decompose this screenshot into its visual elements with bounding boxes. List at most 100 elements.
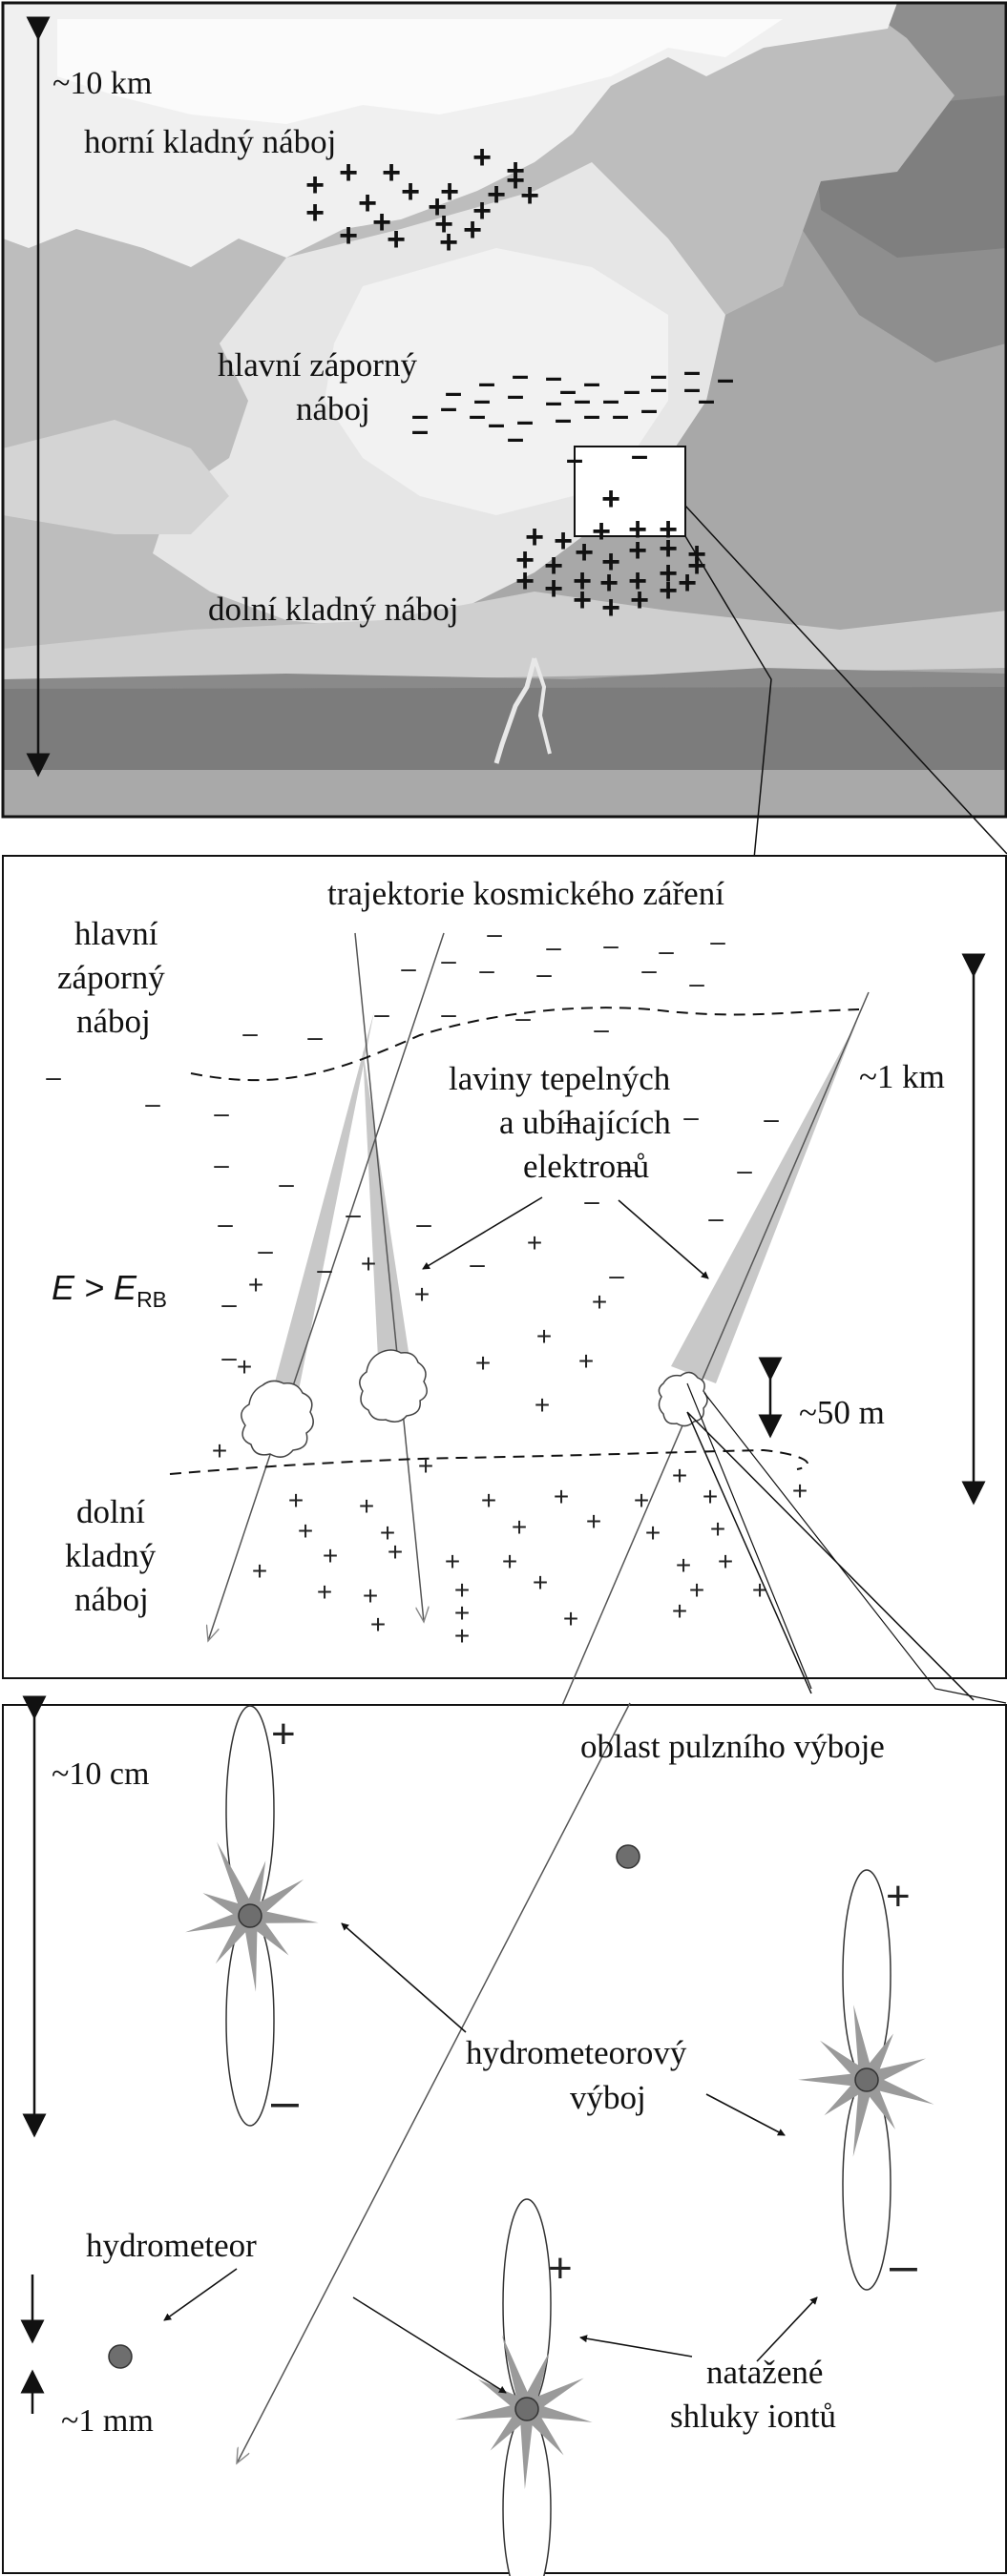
top-minus-sign: – bbox=[698, 383, 715, 417]
discharge-blob-2 bbox=[359, 1349, 428, 1423]
field-condition-text: E > E bbox=[52, 1268, 137, 1307]
top-plus-sign: + bbox=[439, 224, 458, 260]
middle-minus-sign: – bbox=[242, 1018, 258, 1048]
avalanche-label-3: elektronů bbox=[523, 1148, 649, 1185]
middle-plus-sign: + bbox=[718, 1547, 733, 1576]
middle-minus-sign: – bbox=[214, 1098, 229, 1128]
middle-minus-sign: – bbox=[470, 1249, 485, 1278]
middle-minus-sign: – bbox=[401, 953, 416, 983]
top-minus-sign: – bbox=[545, 360, 562, 394]
top-plus-sign: + bbox=[628, 511, 647, 548]
middle-minus-sign: – bbox=[710, 926, 725, 956]
hydrometeor-dot-small bbox=[108, 2344, 133, 2369]
discharge-blob-3 bbox=[658, 1371, 708, 1427]
lobe-plus-1: + bbox=[271, 1711, 296, 1757]
middle-plus-sign: + bbox=[323, 1541, 338, 1570]
cosmic-ray-trajectory-bottom bbox=[237, 1702, 631, 2463]
top-minus-sign: – bbox=[566, 442, 583, 476]
top-plus-sign: + bbox=[305, 167, 325, 203]
middle-minus-sign: – bbox=[374, 999, 389, 1028]
pointer-discharge-2 bbox=[705, 2093, 786, 2136]
middle-plus-sign: + bbox=[212, 1436, 227, 1465]
m-scale-label: ~50 m bbox=[799, 1394, 885, 1431]
top-plus-sign: + bbox=[659, 511, 678, 548]
lower-positive-label: dolní kladný náboj bbox=[208, 591, 458, 628]
cosmic-ray-trajectory-2 bbox=[354, 932, 424, 1622]
top-plus-sign: + bbox=[382, 155, 401, 191]
middle-plus-sign: + bbox=[288, 1485, 304, 1515]
top-charge-signs: ++++++++++++++++++++––––––––––––––––––––… bbox=[305, 139, 734, 626]
top-plus-sign: + bbox=[339, 155, 358, 191]
middle-minus-sign: – bbox=[346, 1199, 361, 1229]
middle-minus-sign: – bbox=[737, 1155, 752, 1185]
middle-plus-sign: + bbox=[710, 1514, 725, 1544]
top-minus-sign: – bbox=[640, 392, 658, 426]
top-minus-sign: – bbox=[478, 365, 495, 400]
middle-plus-sign: + bbox=[363, 1581, 378, 1610]
middle-plus-sign: + bbox=[502, 1547, 517, 1576]
top-minus-sign: – bbox=[440, 390, 457, 425]
middle-plus-sign: + bbox=[414, 1279, 430, 1309]
middle-plus-sign: + bbox=[752, 1575, 767, 1605]
top-plus-sign: + bbox=[601, 544, 620, 580]
avalanche-pointer-left bbox=[422, 1196, 543, 1270]
beam-left bbox=[273, 1011, 374, 1395]
middle-plus-sign: + bbox=[445, 1547, 460, 1576]
top-plus-sign: + bbox=[659, 555, 678, 592]
top-panel bbox=[3, 3, 1006, 817]
avalanche-label-1: laviny tepelných bbox=[449, 1060, 671, 1097]
field-condition-subscript: RB bbox=[136, 1287, 167, 1312]
middle-minus-sign: – bbox=[307, 1022, 323, 1051]
top-plus-sign: + bbox=[472, 193, 492, 229]
top-plus-sign: + bbox=[372, 204, 391, 240]
top-minus-sign: – bbox=[507, 378, 524, 412]
zoom-connector-middle-c bbox=[686, 1382, 812, 1690]
cosmic-ray-trajectory-1 bbox=[208, 932, 445, 1641]
cm-scale-label: ~10 cm bbox=[52, 1756, 149, 1792]
top-minus-sign: – bbox=[650, 358, 667, 392]
middle-minus-sign: – bbox=[441, 945, 456, 975]
middle-minus-sign: – bbox=[258, 1236, 273, 1265]
top-scale-label: ~10 km bbox=[52, 66, 152, 101]
beam-right bbox=[671, 1021, 857, 1383]
hydrometeor-discharge-2 bbox=[798, 1869, 934, 2291]
main-negative-label-2: náboj bbox=[296, 390, 370, 427]
middle-plus-sign: + bbox=[298, 1516, 313, 1546]
zoom-connector-middle bbox=[686, 1411, 975, 1701]
discharge-label-2: výboj bbox=[570, 2079, 646, 2116]
middle-plus-sign: + bbox=[370, 1610, 386, 1639]
middle-plus-sign: + bbox=[792, 1476, 808, 1506]
km-scale-label: ~1 km bbox=[859, 1058, 945, 1095]
pointer-ion-2 bbox=[579, 2335, 693, 2358]
avalanche-label-2: a ubíhajících bbox=[499, 1104, 671, 1141]
middle-minus-sign: – bbox=[479, 955, 494, 985]
avalanche-pointer-right bbox=[618, 1199, 709, 1279]
top-minus-sign: – bbox=[583, 365, 600, 400]
middle-negative-label-1: hlavní bbox=[74, 915, 158, 952]
middle-plus-sign: + bbox=[676, 1550, 691, 1580]
middle-minus-sign: – bbox=[515, 1003, 531, 1032]
middle-minus-sign: – bbox=[145, 1089, 160, 1118]
middle-plus-sign: + bbox=[361, 1249, 376, 1278]
top-plus-sign: + bbox=[515, 542, 535, 578]
top-plus-sign: + bbox=[687, 548, 706, 584]
middle-minus-sign: – bbox=[641, 955, 657, 985]
middle-plus-sign: + bbox=[672, 1596, 687, 1626]
top-minus-sign: – bbox=[602, 383, 619, 417]
top-plus-sign: + bbox=[659, 530, 678, 567]
top-minus-sign: – bbox=[516, 404, 534, 438]
middle-minus-sign: – bbox=[683, 1102, 699, 1132]
middle-minus-sign: – bbox=[279, 1169, 294, 1198]
ion-cluster-label-1: natažené bbox=[706, 2354, 823, 2391]
middle-minus-sign: – bbox=[221, 1289, 237, 1319]
middle-plus-sign: + bbox=[563, 1604, 578, 1633]
top-plus-sign: + bbox=[472, 139, 492, 176]
top-plus-sign: + bbox=[401, 174, 420, 210]
middle-plus-sign: + bbox=[380, 1518, 395, 1548]
lower-dashed-boundary bbox=[169, 1448, 809, 1475]
main-negative-label-1: hlavní záporný bbox=[218, 346, 417, 384]
pointer-discharge-1 bbox=[341, 1922, 467, 2033]
middle-minus-sign: – bbox=[416, 1209, 431, 1238]
middle-plus-sign: + bbox=[578, 1346, 594, 1376]
